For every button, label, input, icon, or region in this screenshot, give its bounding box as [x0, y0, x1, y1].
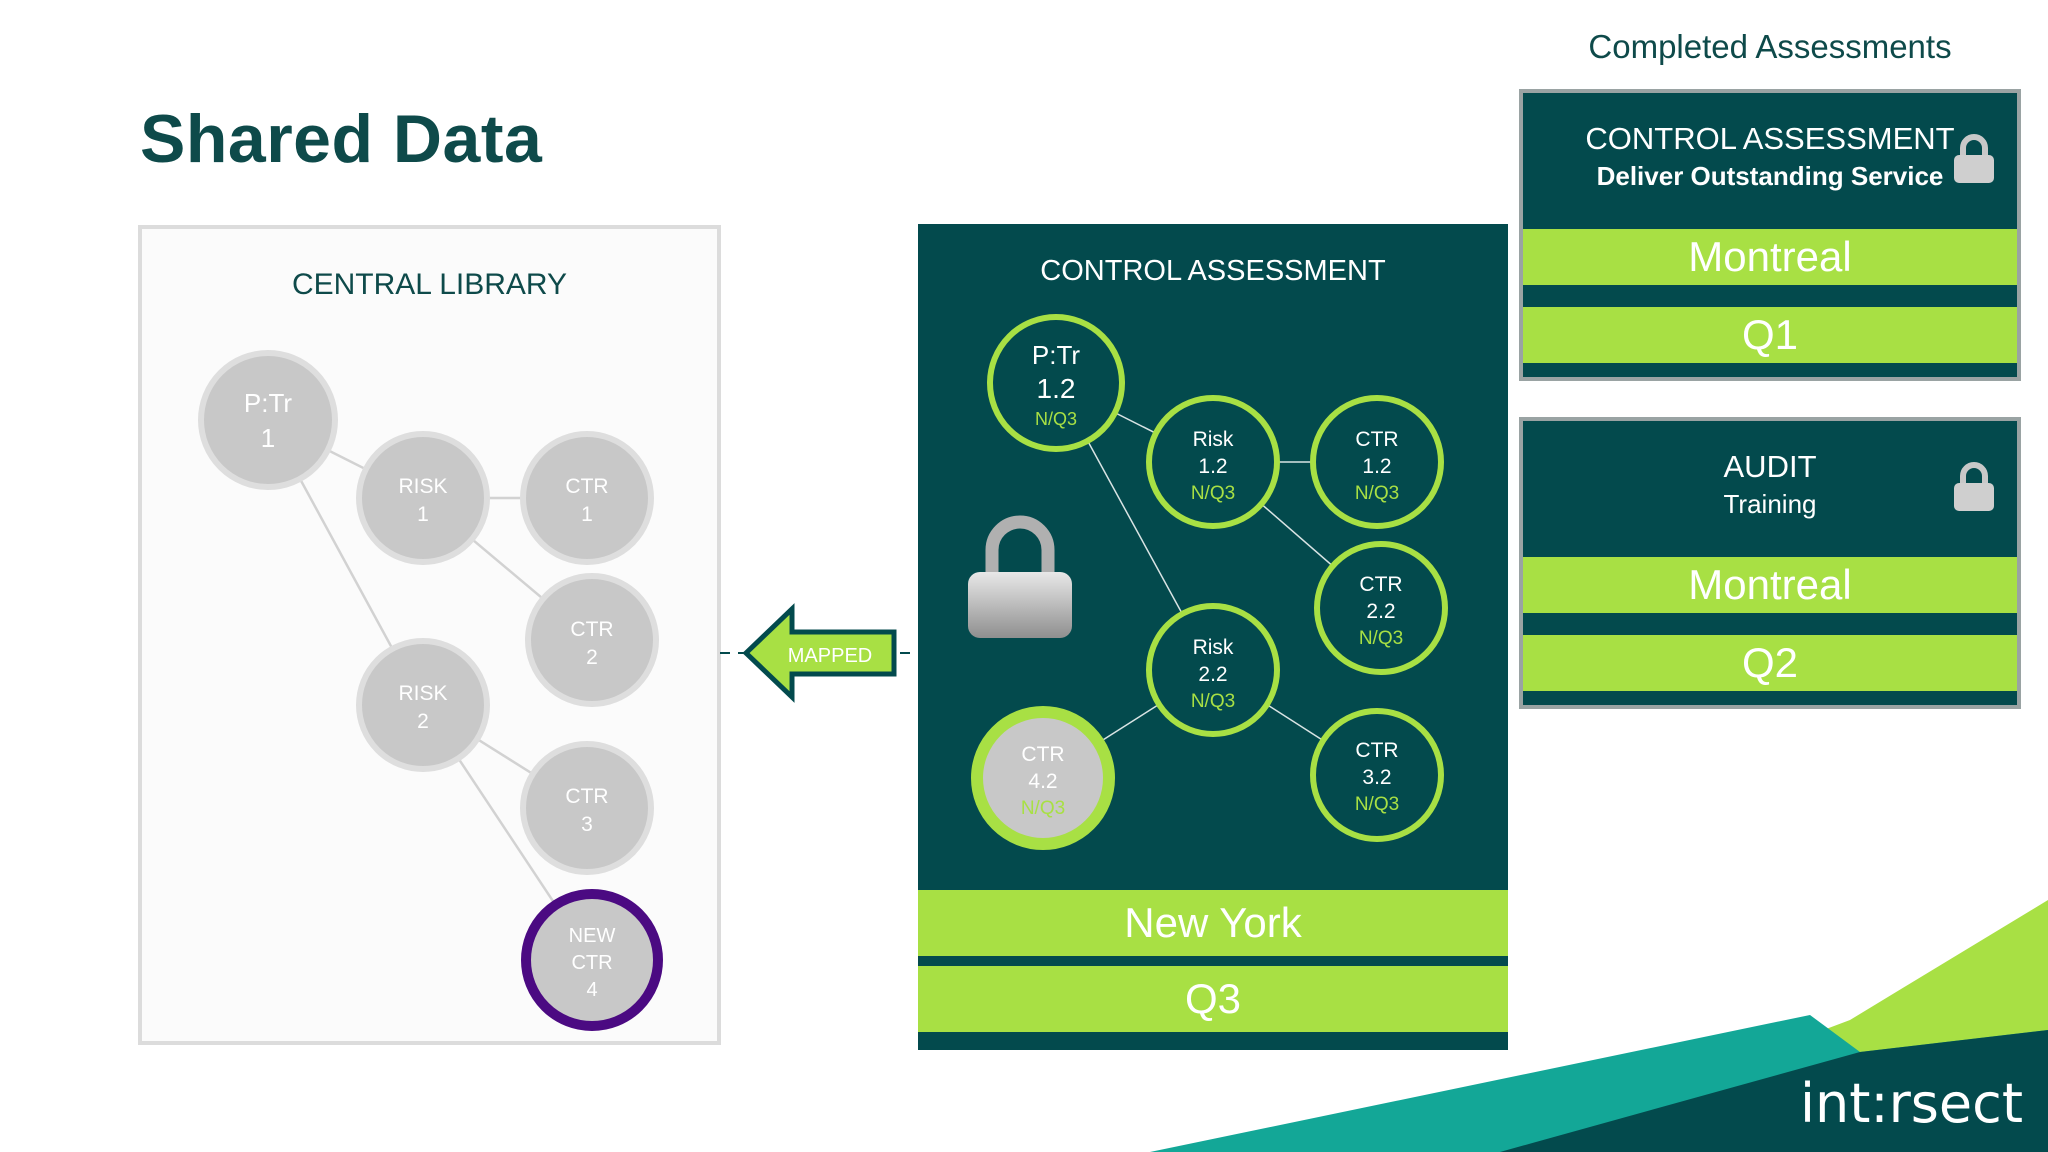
svg-text:N/Q3: N/Q3 [1191, 483, 1235, 504]
assessment-node-ptr12[interactable]: P:Tr 1.2 N/Q3 [987, 314, 1125, 452]
lock-icon [1954, 134, 1994, 183]
svg-text:N/Q3: N/Q3 [1035, 409, 1077, 429]
arrow-left-icon [742, 603, 897, 703]
control-assessment-title: CONTROL ASSESSMENT [1040, 255, 1386, 287]
completed-assessments-label: Completed Assessments [1588, 28, 1952, 65]
completed-assessment-card-2[interactable]: AUDIT Training Montreal Q2 [1519, 417, 2021, 709]
assessment-node-ctr22[interactable]: CTR 2.2 N/Q3 [1314, 541, 1448, 675]
card-2-title: AUDIT [1723, 449, 1817, 484]
svg-text:3.2: 3.2 [1362, 766, 1391, 789]
central-library-title: CENTRAL LIBRARY [291, 268, 568, 301]
mapped-label: MAPPED [788, 645, 872, 667]
svg-text:2.2: 2.2 [1198, 663, 1227, 686]
svg-text:N/Q3: N/Q3 [1355, 483, 1399, 504]
assessment-node-risk12[interactable]: Risk 1.2 N/Q3 [1146, 395, 1280, 529]
svg-text:P:Tr: P:Tr [1032, 340, 1080, 370]
assessment-node-ctr32[interactable]: CTR 3.2 N/Q3 [1310, 708, 1444, 842]
library-node-risk2[interactable]: RISK 2 [356, 638, 490, 772]
svg-text:N/Q3: N/Q3 [1355, 794, 1399, 815]
svg-text:CTR: CTR [1355, 428, 1398, 451]
svg-text:1: 1 [581, 503, 593, 526]
svg-text:4.2: 4.2 [1028, 770, 1057, 793]
completed-assessment-card-1[interactable]: CONTROL ASSESSMENT Deliver Outstanding S… [1519, 89, 2021, 381]
svg-text:P:Tr: P:Tr [244, 388, 292, 418]
assessment-quarter-bar[interactable]: Q3 [918, 966, 1508, 1032]
card-2-subtitle: Training [1723, 489, 1817, 519]
card-1-title: CONTROL ASSESSMENT [1585, 121, 1955, 156]
svg-text:CTR: CTR [565, 475, 608, 498]
svg-text:2: 2 [586, 646, 598, 669]
svg-text:2: 2 [417, 710, 429, 733]
library-node-new-ctr4[interactable]: NEW CTR 4 [521, 889, 663, 1031]
library-node-risk1[interactable]: RISK 1 [356, 431, 490, 565]
svg-text:RISK: RISK [398, 682, 447, 705]
svg-text:1.2: 1.2 [1198, 455, 1227, 478]
svg-text:CTR: CTR [565, 785, 608, 808]
library-node-ctr1[interactable]: CTR 1 [520, 431, 654, 565]
intersect-logo: int:rsect [1800, 1072, 2024, 1135]
svg-text:CTR: CTR [1359, 573, 1402, 596]
page-title: Shared Data [140, 101, 543, 177]
card-2-location-bar: Montreal [1523, 557, 2017, 613]
mapped-arrow[interactable]: MAPPED [720, 600, 920, 710]
svg-text:Risk: Risk [1193, 428, 1234, 451]
lock-icon [1954, 462, 1994, 511]
library-node-ctr3[interactable]: CTR 3 [520, 741, 654, 875]
svg-text:N/Q3: N/Q3 [1191, 691, 1235, 712]
assessment-node-risk22[interactable]: Risk 2.2 N/Q3 [1146, 603, 1280, 737]
svg-text:2.2: 2.2 [1366, 600, 1395, 623]
assessment-node-ctr12[interactable]: CTR 1.2 N/Q3 [1310, 395, 1444, 529]
lock-icon [968, 515, 1072, 638]
svg-text:CTR: CTR [1355, 739, 1398, 762]
card-1-quarter-bar: Q1 [1523, 307, 2017, 363]
svg-text:1: 1 [417, 503, 429, 526]
card-1-location-bar: Montreal [1523, 229, 2017, 285]
svg-text:RISK: RISK [398, 475, 447, 498]
library-node-ctr2[interactable]: CTR 2 [525, 573, 659, 707]
svg-text:1: 1 [261, 423, 275, 453]
library-node-ptr1[interactable]: P:Tr 1 [198, 350, 338, 490]
svg-text:NEW: NEW [569, 925, 616, 947]
svg-text:CTR: CTR [571, 952, 612, 974]
svg-text:3: 3 [581, 813, 593, 836]
svg-text:N/Q3: N/Q3 [1359, 628, 1403, 649]
svg-text:CTR: CTR [570, 618, 613, 641]
svg-text:1.2: 1.2 [1362, 455, 1391, 478]
svg-text:N/Q3: N/Q3 [1021, 798, 1065, 819]
card-1-subtitle: Deliver Outstanding Service [1596, 161, 1944, 191]
assessment-node-ctr42[interactable]: CTR 4.2 N/Q3 [971, 706, 1115, 850]
svg-text:1.2: 1.2 [1037, 373, 1076, 404]
svg-text:Risk: Risk [1193, 636, 1234, 659]
svg-text:4: 4 [586, 979, 597, 1001]
card-2-quarter-bar: Q2 [1523, 635, 2017, 691]
assessment-location-bar[interactable]: New York [918, 890, 1508, 956]
svg-text:CTR: CTR [1021, 743, 1064, 766]
